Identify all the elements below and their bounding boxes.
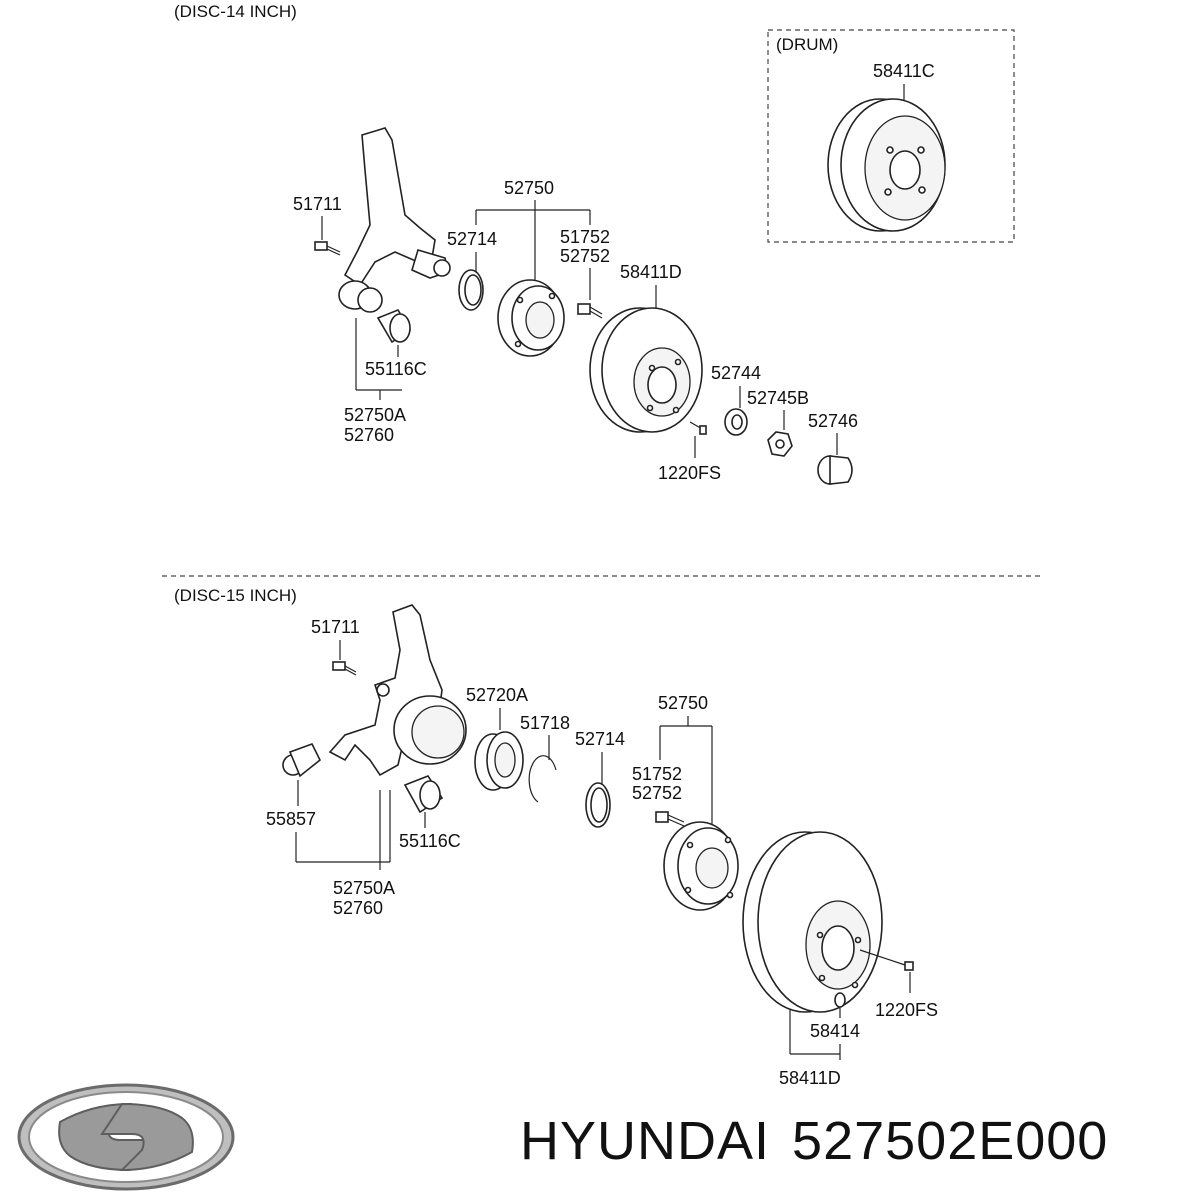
label-51752-bottom: 51752 bbox=[632, 764, 682, 784]
snap-ring-51718 bbox=[528, 755, 557, 803]
label-52750-top: 52750 bbox=[504, 178, 554, 198]
label-1220fs-bottom: 1220FS bbox=[875, 1000, 938, 1020]
label-55857: 55857 bbox=[266, 809, 316, 829]
pin-58414 bbox=[834, 992, 846, 1008]
bushing-55116c-bottom bbox=[403, 775, 444, 814]
hub-top bbox=[497, 279, 565, 357]
hub-bolt-bottom bbox=[655, 811, 685, 827]
label-52760-top: 52760 bbox=[344, 425, 394, 445]
washer-52744 bbox=[724, 408, 748, 436]
sensor-ring-bottom bbox=[585, 782, 611, 828]
bushing-55857 bbox=[282, 743, 322, 778]
bushing-top-a bbox=[338, 280, 383, 313]
brake-disc-top bbox=[589, 307, 703, 433]
bearing-52720a bbox=[474, 731, 524, 791]
label-51711-top: 51711 bbox=[293, 194, 342, 214]
brand-name: HYUNDAI bbox=[520, 1111, 771, 1171]
label-52714-bottom: 52714 bbox=[575, 729, 625, 749]
drum-box bbox=[767, 29, 1015, 243]
label-51718: 51718 bbox=[520, 713, 570, 733]
label-52714-top: 52714 bbox=[447, 229, 497, 249]
steering-knuckle-bottom bbox=[328, 604, 467, 777]
part-number: 527502E000 bbox=[792, 1111, 1109, 1171]
screw-1220fs-top bbox=[689, 421, 707, 435]
label-58411d-bottom: 58411D bbox=[779, 1068, 841, 1088]
brake-disc-bottom bbox=[742, 831, 883, 1013]
label-58411d-top: 58411D bbox=[620, 262, 682, 282]
label-1220fs-top: 1220FS bbox=[658, 463, 721, 483]
label-52720a: 52720A bbox=[466, 685, 528, 705]
nut-52745b bbox=[767, 431, 793, 457]
label-52746: 52746 bbox=[808, 411, 858, 431]
label-58414: 58414 bbox=[810, 1021, 860, 1041]
label-58411c: 58411C bbox=[873, 61, 935, 81]
steering-knuckle-top bbox=[343, 127, 451, 287]
label-51711-bottom: 51711 bbox=[311, 617, 360, 637]
label-52752-bottom: 52752 bbox=[632, 783, 682, 803]
label-52750-bottom: 52750 bbox=[658, 693, 708, 713]
part-title: HYUNDAI 527502E000 bbox=[520, 1110, 1130, 1172]
label-52750a-bottom: 52750A bbox=[333, 878, 395, 898]
hub-bolt-top bbox=[577, 303, 603, 319]
disc14-header: (DISC-14 INCH) bbox=[174, 2, 297, 21]
hub-cap-52746 bbox=[817, 455, 853, 485]
label-55116c-top: 55116C bbox=[365, 359, 427, 379]
label-52750a-top: 52750A bbox=[344, 405, 406, 425]
bolt-51711-top bbox=[314, 241, 341, 256]
sensor-ring-top bbox=[458, 269, 484, 311]
label-52745b: 52745B bbox=[747, 388, 809, 408]
bushing-top-b bbox=[376, 309, 412, 344]
label-52752-top: 52752 bbox=[560, 246, 610, 266]
drum-header: (DRUM) bbox=[776, 35, 838, 54]
label-55116c-bottom: 55116C bbox=[399, 831, 461, 851]
label-52744: 52744 bbox=[711, 363, 761, 383]
screw-1220fs-bottom bbox=[904, 961, 914, 971]
label-51752-top: 51752 bbox=[560, 227, 610, 247]
hyundai-logo bbox=[17, 1083, 235, 1191]
hub-bottom bbox=[663, 821, 739, 911]
brake-drum bbox=[827, 98, 946, 232]
bolt-51711-bottom bbox=[332, 661, 357, 676]
disc15-header: (DISC-15 INCH) bbox=[174, 586, 297, 605]
label-52760-bottom: 52760 bbox=[333, 898, 383, 918]
